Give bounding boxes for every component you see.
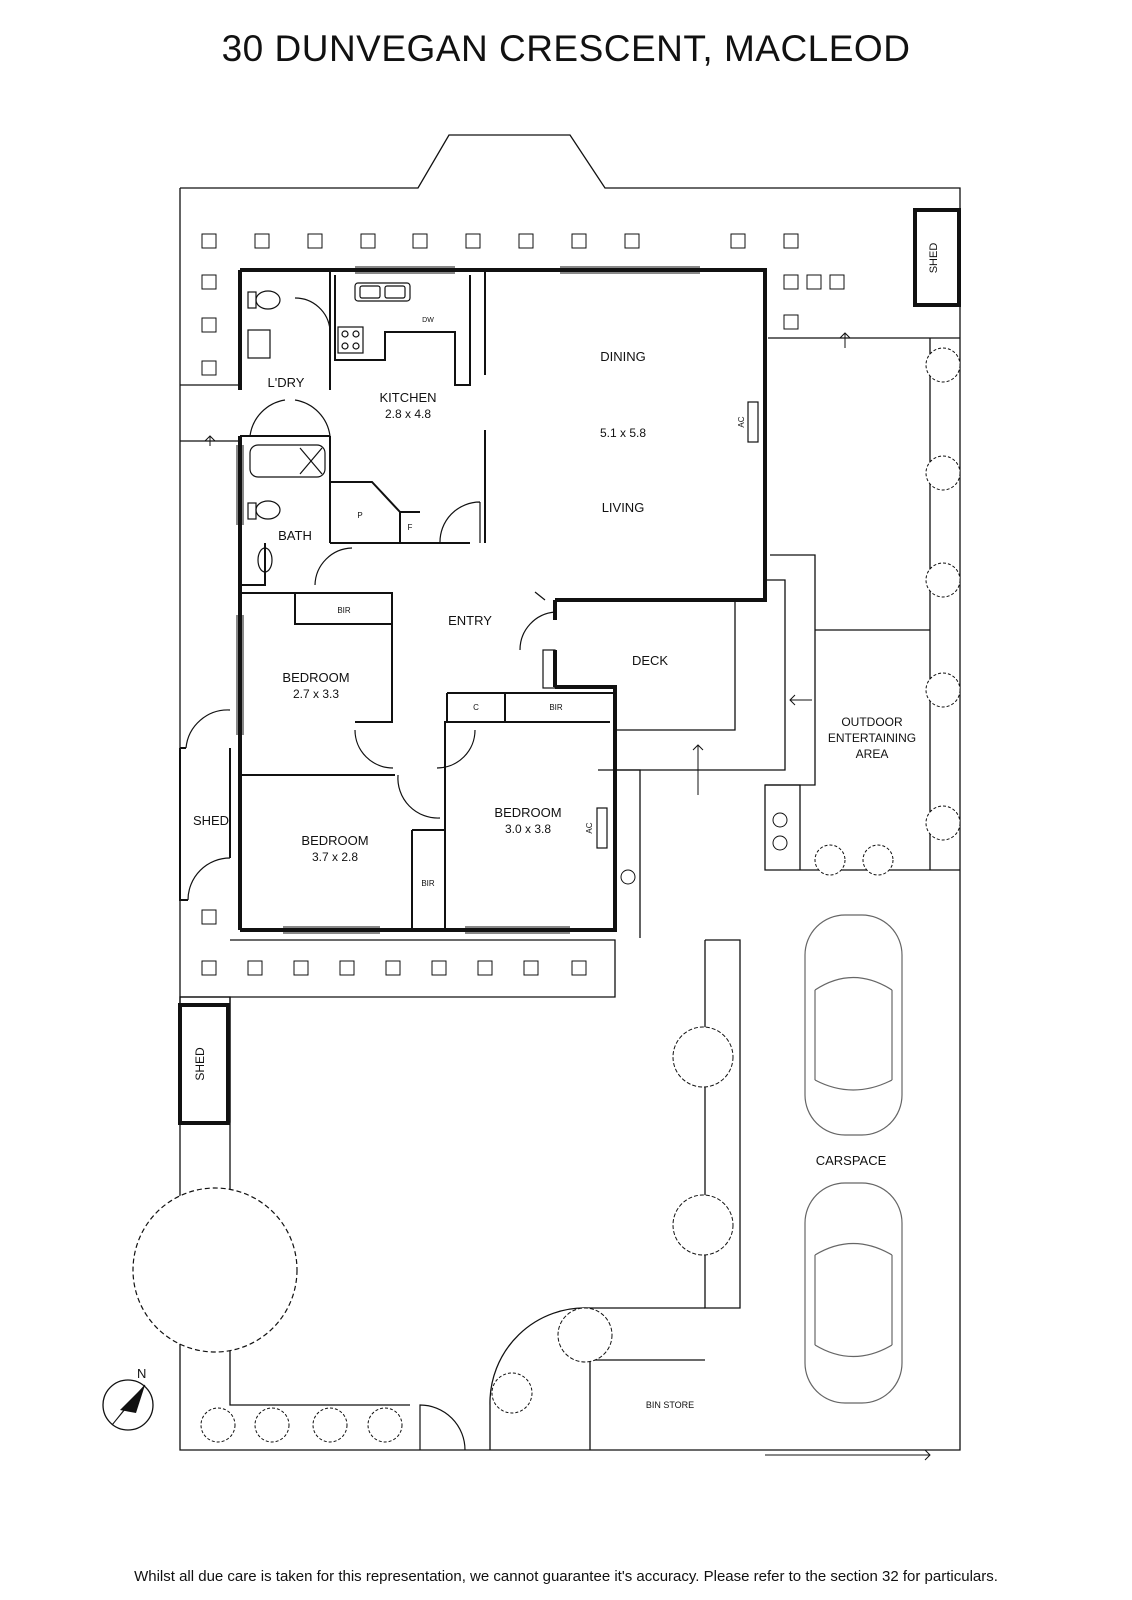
entry-label: ENTRY bbox=[448, 613, 492, 628]
bath-label: BATH bbox=[278, 528, 312, 543]
ac-unit-icon-bedroom bbox=[596, 807, 608, 849]
dishwasher-label: DW bbox=[422, 317, 434, 324]
cooktop-icon bbox=[337, 326, 364, 354]
bedroom3-dims: 3.0 x 3.8 bbox=[505, 822, 551, 836]
bir-label-2: BIR bbox=[549, 703, 563, 712]
bin-store-label: BIN STORE bbox=[646, 1400, 694, 1410]
pantry-label: P bbox=[357, 511, 362, 520]
shed-bottom-left-label: SHED bbox=[193, 1047, 207, 1081]
bedroom2-label: BEDROOM bbox=[301, 833, 368, 848]
carspace-label: CARSPACE bbox=[816, 1153, 887, 1168]
north-compass: N bbox=[102, 1366, 154, 1431]
bedroom2-dims: 3.7 x 2.8 bbox=[312, 850, 358, 864]
shed-top-right bbox=[913, 208, 961, 307]
laundry-trough-icon bbox=[247, 329, 271, 359]
ac-unit-icon bbox=[747, 401, 759, 443]
ac-label-bedroom: AC bbox=[585, 822, 594, 833]
living-label: LIVING bbox=[602, 500, 645, 515]
arrow-up-icon-side bbox=[839, 332, 851, 348]
arrow-up-icon bbox=[204, 435, 216, 446]
arrow-left-icon bbox=[789, 694, 812, 706]
disclaimer-text: Whilst all due care is taken for this re… bbox=[134, 1568, 998, 1585]
outdoor-label-3: AREA bbox=[856, 747, 889, 761]
bedroom3-label: BEDROOM bbox=[494, 805, 561, 820]
ac-label-living: AC bbox=[737, 416, 746, 427]
dining-label: DINING bbox=[600, 349, 646, 364]
basin-icon bbox=[257, 547, 273, 573]
bathtub-icon bbox=[249, 444, 326, 478]
outdoor-label-2: ENTERTAINING bbox=[828, 731, 916, 745]
shrubs bbox=[200, 347, 961, 1443]
shed-left-label: SHED bbox=[193, 813, 229, 828]
living-dims: 5.1 x 5.8 bbox=[600, 426, 646, 440]
sink-icon bbox=[354, 282, 411, 302]
outdoor-label-1: OUTDOOR bbox=[841, 715, 903, 729]
car-icons bbox=[804, 914, 903, 1404]
compass-label: N bbox=[137, 1366, 146, 1381]
bir-label-3: BIR bbox=[421, 879, 435, 888]
shed-bottom-left bbox=[178, 1003, 230, 1125]
deck-label: DECK bbox=[632, 653, 668, 668]
cupboard-label: C bbox=[473, 703, 479, 712]
toilet-icon-laundry bbox=[255, 290, 281, 310]
arrow-right-icon bbox=[765, 1449, 931, 1461]
kitchen-label: KITCHEN bbox=[379, 390, 436, 405]
laundry-label: L'DRY bbox=[268, 375, 305, 390]
shed-top-right-label: SHED bbox=[928, 243, 940, 274]
plan-title: 30 DUNVEGAN CRESCENT, MACLEOD bbox=[221, 28, 911, 69]
fridge-label: F bbox=[408, 523, 413, 532]
large-tree-icon bbox=[132, 1187, 298, 1353]
arrow-up-icon-deck bbox=[692, 744, 704, 795]
bir-label-1: BIR bbox=[337, 606, 351, 615]
bedroom1-label: BEDROOM bbox=[282, 670, 349, 685]
kitchen-dims: 2.8 x 4.8 bbox=[385, 407, 431, 421]
bedroom1-dims: 2.7 x 3.3 bbox=[293, 687, 339, 701]
toilet-icon bbox=[255, 500, 281, 520]
site-boundary bbox=[179, 134, 961, 1451]
pavers bbox=[201, 233, 845, 976]
